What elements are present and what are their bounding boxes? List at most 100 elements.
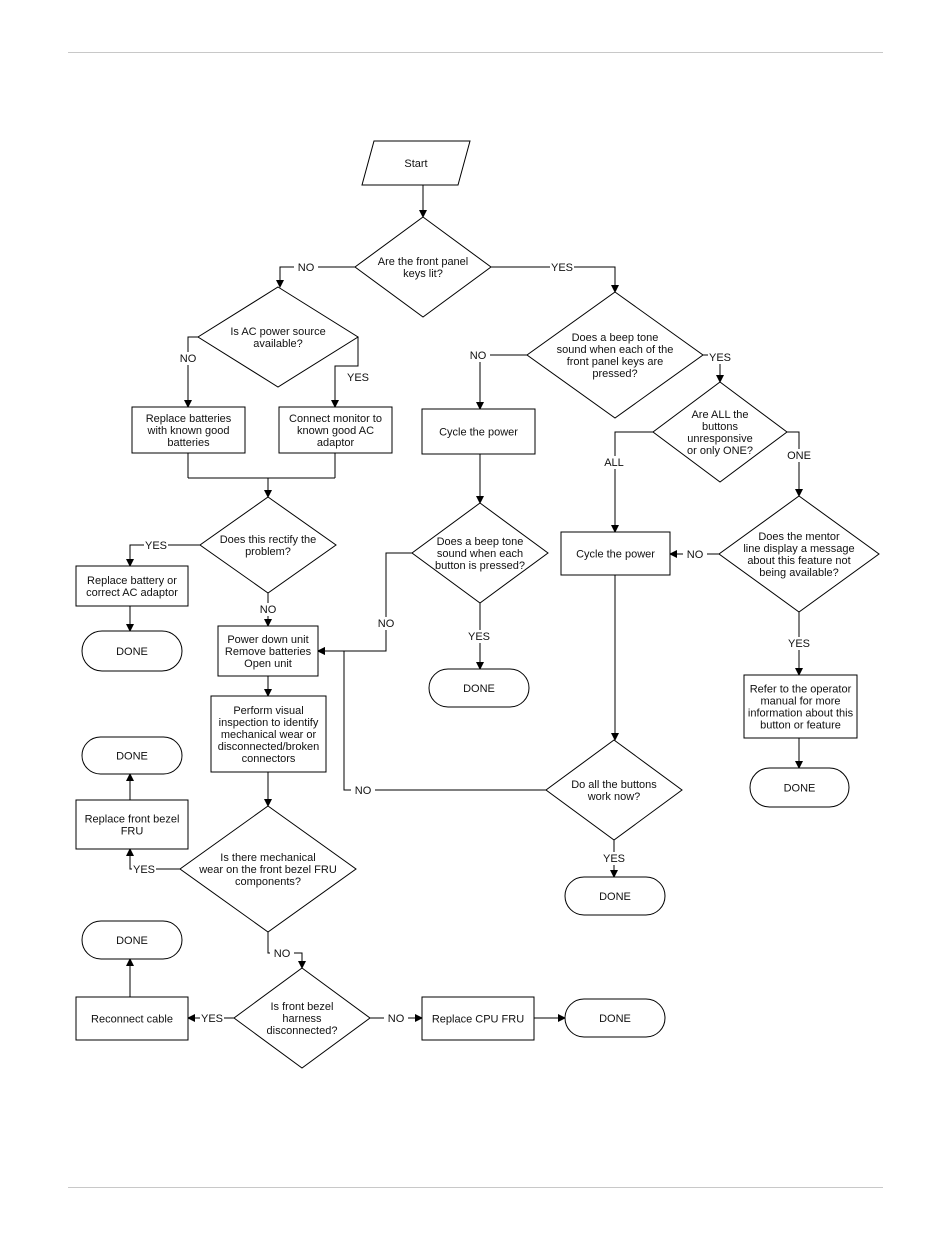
start-node: Start	[361, 140, 471, 186]
cycle_power_2-text-line: Cycle the power	[576, 549, 655, 561]
reconnect-cable-node: Reconnect cable	[75, 996, 189, 1041]
edge-label-bg	[176, 352, 200, 365]
cycle-power-2-node: Cycle the power	[560, 531, 671, 576]
reconnect-cable-box	[75, 996, 189, 1041]
visual_inspection-text-line: disconnected/broken	[218, 741, 320, 753]
beep_each-text-line: sound when each of the	[557, 344, 674, 356]
connect-monitor-box	[278, 406, 393, 454]
edge-label-mentor-yes: YES	[788, 638, 810, 650]
edge-label-wear-yes: YES	[133, 864, 155, 876]
keys_lit-text-line: Are the front panel	[378, 256, 469, 268]
refer-manual-box	[743, 674, 858, 739]
refer_manual-text-line: information about this	[748, 708, 854, 720]
power-down-box	[217, 625, 319, 677]
all_or_one-text-line: buttons	[702, 421, 739, 433]
edge-label-work-yes: YES	[603, 853, 625, 865]
power_down-text-line: Open unit	[244, 658, 292, 670]
edge-label-bg	[683, 548, 707, 561]
rectify-text-line: problem?	[245, 546, 291, 558]
edge-label-keys-no: NO	[298, 262, 315, 274]
start-parallelogram	[361, 140, 471, 186]
ac-power-decision-diamond	[197, 286, 359, 388]
mech_wear-text-line: wear on the front bezel FRU	[198, 864, 337, 876]
edge-label-bg	[708, 351, 732, 364]
edge-label-bg	[200, 1012, 224, 1025]
refer_manual-text-line: Refer to the operator	[750, 684, 852, 696]
replace_cpu-text-line: Replace CPU FRU	[432, 1014, 524, 1026]
visual_inspection-text-line: inspection to identify	[219, 717, 319, 729]
edge-label-bg	[602, 456, 626, 469]
all_or_one-text-line: or only ONE?	[687, 445, 753, 457]
cycle-power-2-box	[560, 531, 671, 576]
connector-one-branch	[787, 431, 803, 497]
done_1-text-line: DONE	[116, 646, 148, 658]
beep_each_button-text-line: sound when each	[437, 548, 523, 560]
done-2-terminator	[428, 668, 530, 708]
replace-battery-ac-box	[75, 565, 189, 607]
visual_inspection-text-line: mechanical wear or	[221, 729, 317, 741]
connector-beep-button-no	[317, 552, 412, 655]
edge-label-beep-button-yes: YES	[468, 631, 490, 643]
connector-ac-no	[184, 336, 198, 408]
beep_each_button-text-line: button is pressed?	[435, 560, 525, 572]
replace-cpu-box	[421, 996, 535, 1041]
connect_monitor-text-line: adaptor	[317, 437, 355, 449]
bottom-rule	[68, 1187, 883, 1188]
ac_power-text-line: available?	[253, 338, 303, 350]
connector-wear-yes	[126, 848, 180, 870]
mech_wear-text-line: components?	[235, 876, 301, 888]
reconnect_cable-text-line: Reconnect cable	[91, 1014, 173, 1026]
buttons_work-text-line: Do all the buttons	[571, 779, 657, 791]
mentor_display-text-line: about this feature not	[747, 555, 850, 567]
harness-text-line: Is front bezel	[271, 1001, 334, 1013]
replace_battery_ac-text-line: correct AC adaptor	[86, 587, 178, 599]
cycle-power-1-box	[421, 408, 536, 455]
done-4-terminator	[749, 767, 850, 808]
edge-label-bg	[787, 637, 811, 650]
power_down-text-line: Remove batteries	[225, 646, 312, 658]
refer_manual-text-line: button or feature	[760, 720, 841, 732]
connector-keys-yes	[491, 266, 619, 293]
replace-batteries-box	[131, 406, 246, 454]
edge-label-one: ONE	[787, 450, 811, 462]
keys-lit-decision-diamond	[354, 216, 492, 318]
connector-keys-no	[276, 266, 355, 288]
all-or-one-decision-diamond	[652, 381, 788, 483]
edge-label-keys-yes: YES	[551, 262, 573, 274]
done-7-terminator	[564, 998, 666, 1038]
edge-label-rectify-no: NO	[260, 604, 277, 616]
replace_batteries-text-line: Replace batteries	[146, 413, 232, 425]
edge-label-wear-no: NO	[274, 948, 291, 960]
edge-label-bg	[132, 863, 156, 876]
edge-label-harness-yes: YES	[201, 1013, 223, 1025]
beep-each-decision-diamond	[526, 291, 704, 419]
rectify-text-line: Does this rectify the	[220, 534, 317, 546]
edge-label-bg	[346, 371, 370, 384]
edge-label-mentor-no: NO	[687, 549, 704, 561]
done-1-node: DONE	[81, 630, 183, 672]
done_5-text-line: DONE	[599, 891, 631, 903]
edge-label-bg	[270, 947, 294, 960]
edge-label-bg	[384, 1012, 408, 1025]
visual_inspection-text-line: Perform visual	[233, 705, 303, 717]
ac_power-text-line: Is AC power source	[230, 326, 325, 338]
mentor_display-text-line: being available?	[759, 567, 839, 579]
done-7-node: DONE	[564, 998, 666, 1038]
edge-label-work-no: NO	[355, 785, 372, 797]
done-5-node: DONE	[564, 876, 666, 916]
done_7-text-line: DONE	[599, 1013, 631, 1025]
done_6-text-line: DONE	[116, 935, 148, 947]
edge-label-bg	[294, 261, 318, 274]
